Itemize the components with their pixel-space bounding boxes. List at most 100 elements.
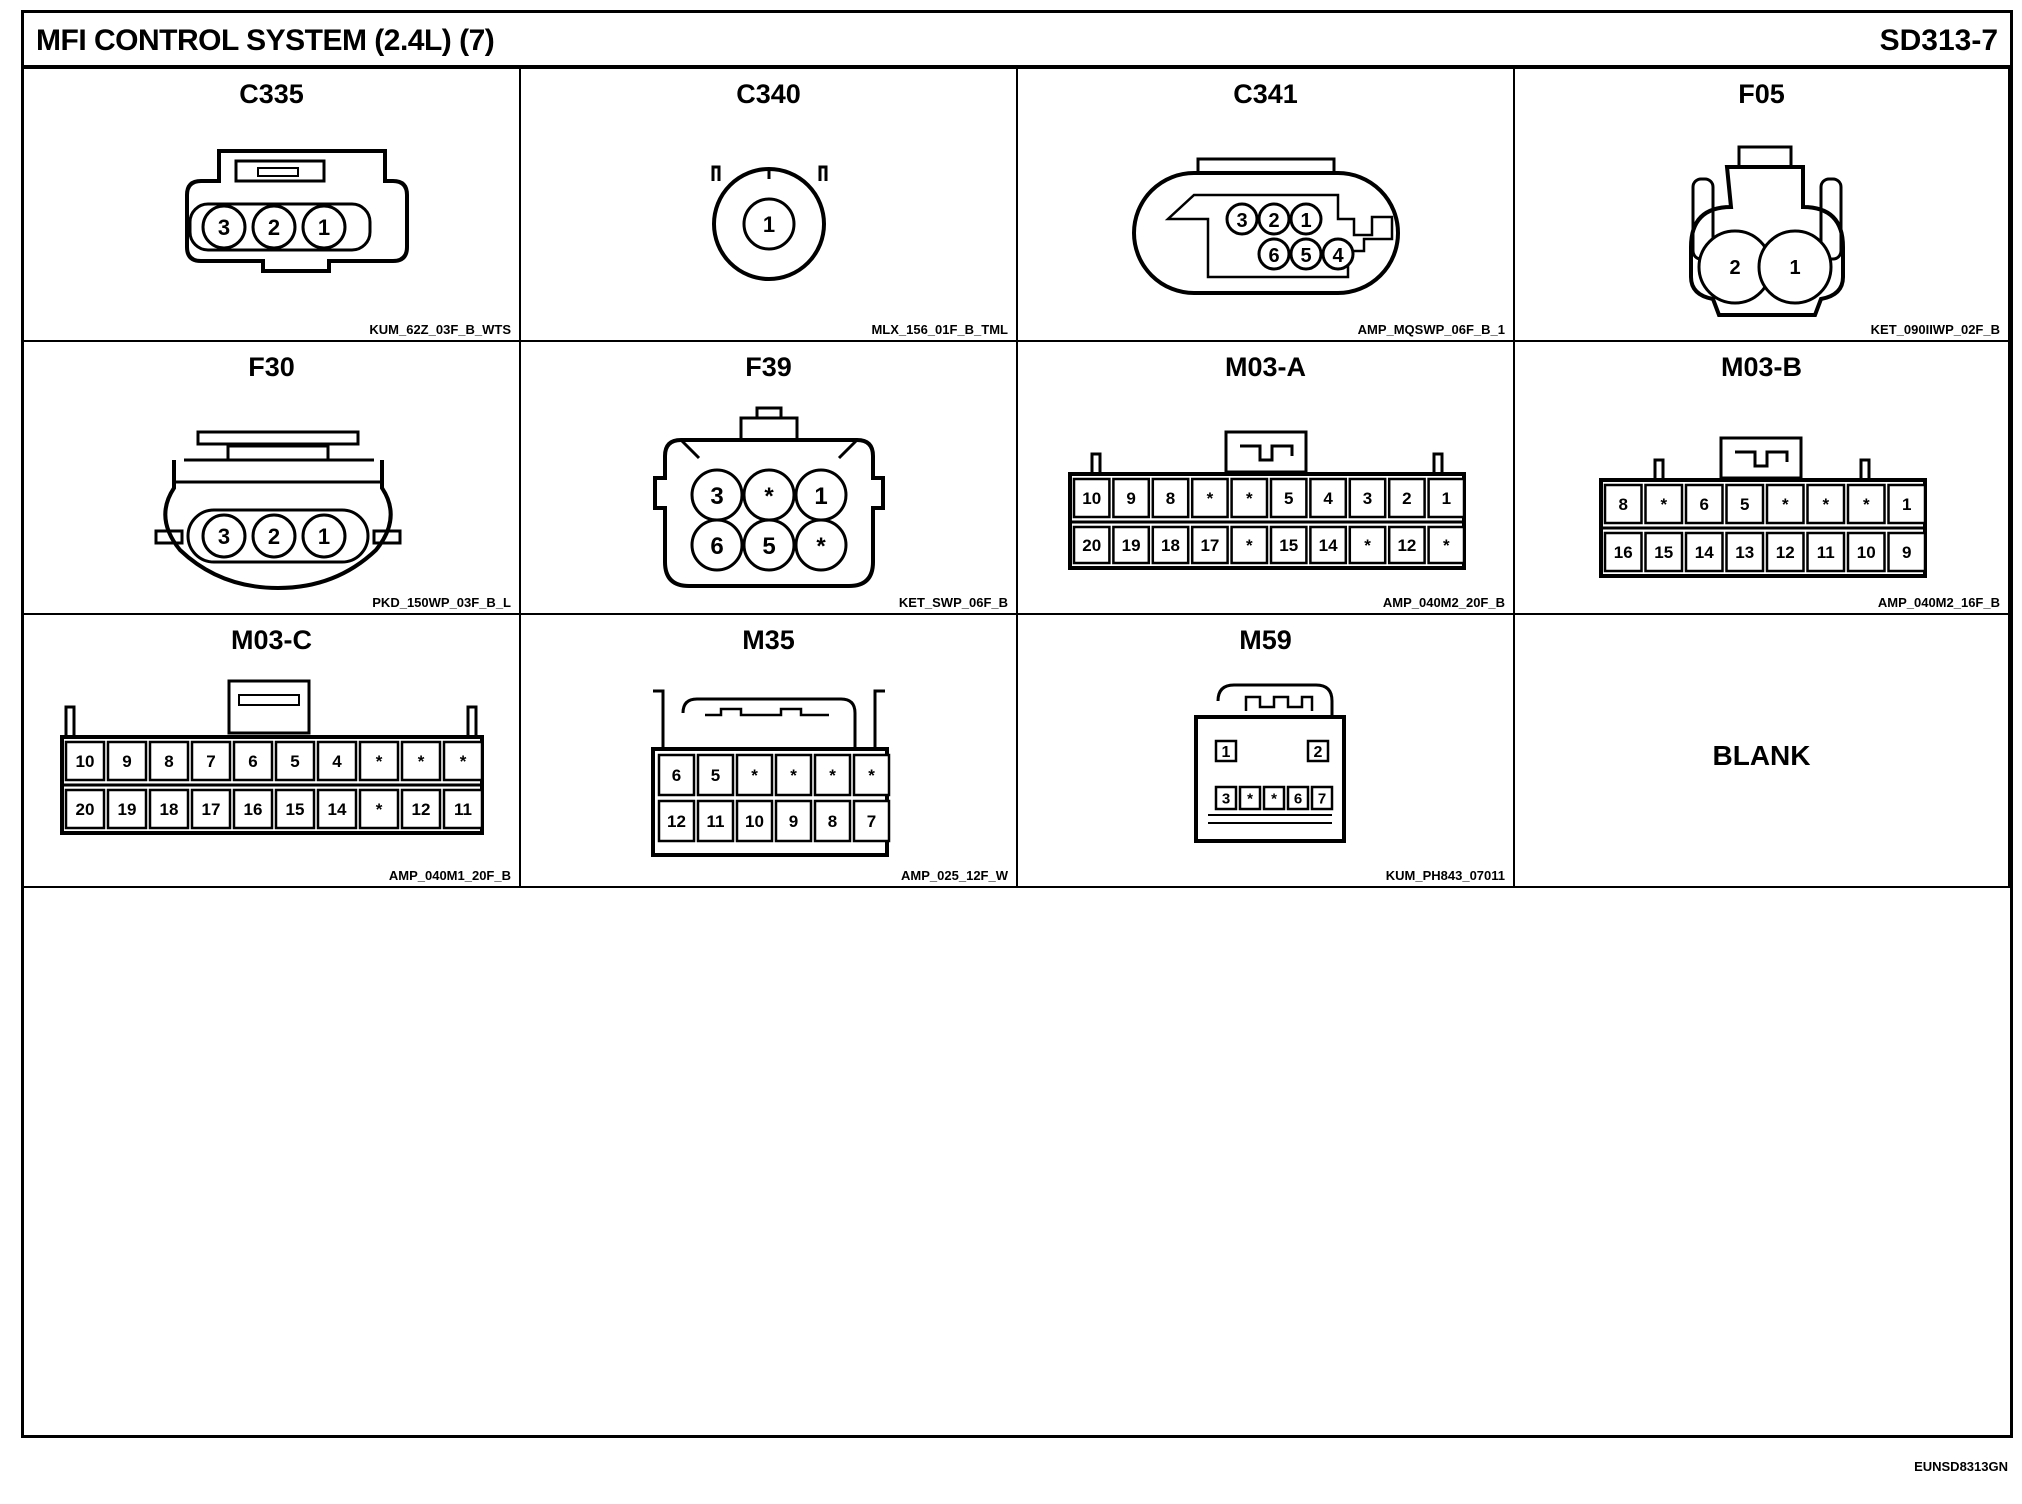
pin-label: 15 — [286, 800, 305, 819]
pin-label: * — [764, 483, 774, 510]
pin-label: 4 — [1323, 489, 1333, 508]
pin-label: 12 — [667, 812, 686, 831]
pin-label: 5 — [1740, 495, 1749, 514]
pin-label: 5 — [1284, 489, 1293, 508]
page-code: SD313-7 — [1879, 24, 1998, 57]
pin-label: 6 — [710, 533, 723, 560]
connector-label: M03-B — [1720, 352, 1802, 382]
pin-cell — [442, 740, 484, 782]
pin-label: 3 — [218, 215, 230, 240]
connector-f30: F30 3 2 1 PKD_150WP_03F_B_L — [24, 342, 521, 615]
pin-label: 12 — [1397, 536, 1416, 555]
pin-cell — [1190, 477, 1229, 519]
connector-label: F39 — [745, 352, 792, 382]
pin-label: * — [418, 752, 425, 771]
pin-label: * — [1207, 489, 1214, 508]
pin-label: 11 — [454, 800, 472, 819]
pin-label: 18 — [160, 800, 179, 819]
pin-label: 16 — [1614, 543, 1633, 562]
pin-cell — [1190, 525, 1229, 565]
pin-cell — [1310, 785, 1334, 811]
pin-label: 6 — [672, 766, 681, 785]
pin-cell — [813, 753, 852, 797]
pin-label: 4 — [1332, 245, 1344, 267]
pin-cell — [1262, 785, 1286, 811]
pin-label: 5 — [290, 752, 299, 771]
pin-label: 1 — [1442, 489, 1451, 508]
pin-cell — [274, 788, 316, 830]
pin-cell — [1269, 477, 1308, 519]
pin-cell — [148, 788, 190, 830]
part-number: AMP_025_12F_W — [901, 868, 1008, 883]
pin-cell — [190, 788, 232, 830]
pin-label: 3 — [1222, 790, 1230, 807]
pin-cell — [274, 740, 316, 782]
pin-label: 12 — [412, 800, 431, 819]
pin-label: 17 — [202, 800, 221, 819]
pin-cell — [358, 788, 400, 830]
connector-label: M59 — [1239, 625, 1292, 655]
pin-label: 5 — [711, 766, 720, 785]
pin-cell — [232, 740, 274, 782]
pin-label: 7 — [1318, 790, 1326, 807]
footer-code: EUNSD8313GN — [1914, 1459, 2008, 1474]
pin-label: * — [1443, 536, 1450, 555]
pin-cell — [657, 799, 696, 843]
pin-cell — [1387, 525, 1426, 565]
pin-cell — [1230, 477, 1269, 519]
pin-label: 1 — [814, 483, 827, 510]
pin-label: 14 — [328, 800, 347, 819]
pin-cell — [735, 799, 774, 843]
pin-cell — [1765, 531, 1805, 573]
pin-label: 9 — [789, 812, 798, 831]
f05-connector-drawing: 2 1 — [1689, 145, 1845, 317]
pin-label: 8 — [1619, 495, 1628, 514]
connector-label: C340 — [736, 79, 801, 109]
pin-cell — [852, 753, 891, 797]
pin-label: 15 — [1279, 536, 1298, 555]
pin-label: * — [1246, 536, 1253, 555]
pin-label: 20 — [1082, 536, 1101, 555]
pin-label: 9 — [1902, 543, 1911, 562]
header-bar: MFI CONTROL SYSTEM (2.4L) (7) SD313-7 — [24, 13, 2010, 69]
pin-label: 7 — [867, 812, 876, 831]
blank-label: BLANK — [1712, 740, 1811, 771]
pin-label: * — [1364, 536, 1371, 555]
pin-label: 18 — [1161, 536, 1180, 555]
pin-label: 11 — [707, 812, 725, 831]
pin-label: * — [1660, 495, 1667, 514]
connector-f05: F05 2 1 KET_090IIWP_02F_B — [1515, 69, 2010, 342]
pin-cell — [1725, 531, 1765, 573]
pin-label: 1 — [1222, 744, 1231, 761]
pin-cell — [1765, 483, 1805, 525]
pin-cell — [1286, 785, 1310, 811]
pin-cell — [1112, 477, 1151, 519]
pin-cell — [1238, 785, 1262, 811]
pin-cell — [64, 740, 106, 782]
pin-label: 1 — [1789, 257, 1800, 279]
pin-label: 14 — [1695, 543, 1714, 562]
pin-label: * — [816, 533, 826, 560]
pin-cell — [774, 753, 813, 797]
pin-label: 2 — [268, 215, 280, 240]
pin-label: * — [829, 766, 836, 785]
connector-f39: F39 3 * 1 6 5 * KET_SWP_06F_B — [521, 342, 1018, 615]
pin-label: 8 — [828, 812, 837, 831]
f39-pins: 3 * 1 6 5 * — [690, 468, 848, 572]
part-number: AMP_MQSWP_06F_B_1 — [1357, 322, 1505, 337]
pin-cell — [1887, 483, 1927, 525]
pin-cell — [400, 740, 442, 782]
connector-label: C341 — [1233, 79, 1298, 109]
pin-label: 1 — [763, 212, 775, 237]
pin-cell — [813, 799, 852, 843]
pin-label: 6 — [1700, 495, 1709, 514]
pin-label: 19 — [118, 800, 137, 819]
pin-label: * — [1271, 790, 1277, 807]
